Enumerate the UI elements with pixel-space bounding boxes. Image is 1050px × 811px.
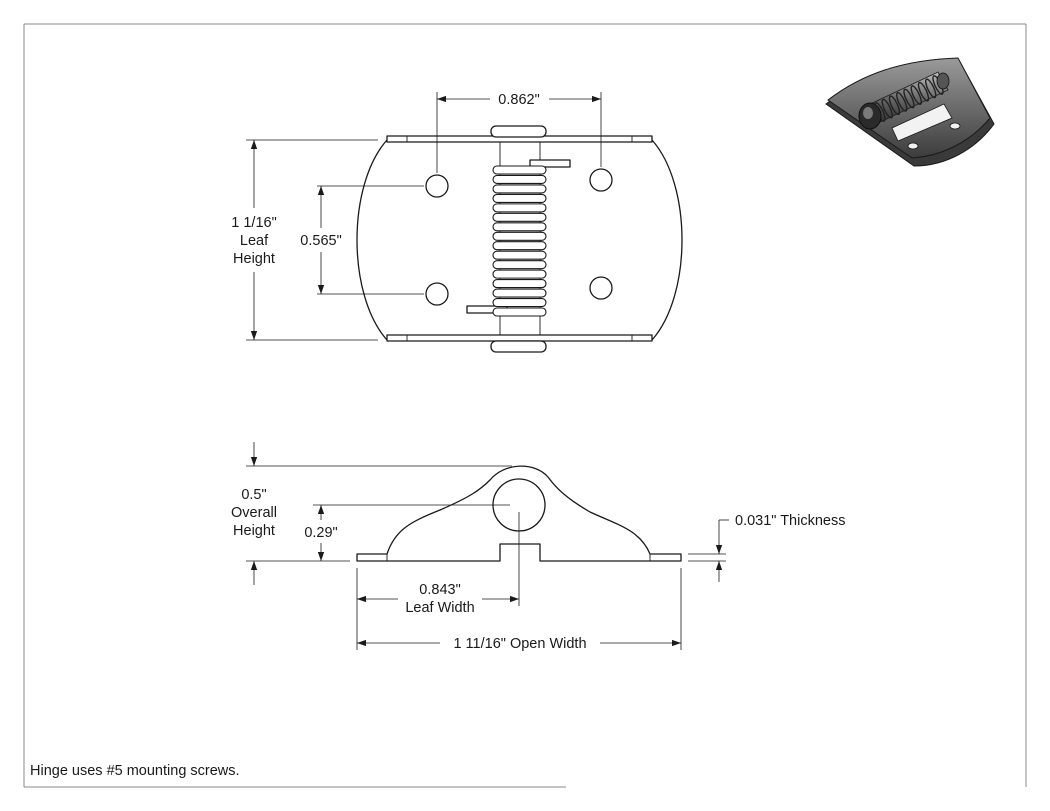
dimension-hole-pitch: 0.565" xyxy=(300,185,424,295)
dimension-thickness: 0.031" Thickness xyxy=(688,513,845,582)
hinge-isometric-render xyxy=(825,57,995,167)
leaf-height-line-1: 1 1/16" xyxy=(231,215,276,231)
leaf-width-line-1: 0.843" xyxy=(419,582,460,598)
spring-coil xyxy=(492,184,547,194)
mounting-hole-top-left xyxy=(425,174,449,198)
render-spring-coil xyxy=(910,85,922,105)
render-spring-coil xyxy=(896,92,908,112)
spring-coil xyxy=(492,222,547,232)
leaf-width-line-2: Leaf Width xyxy=(405,600,474,616)
leaf-height-line-3: Height xyxy=(233,251,275,267)
dimension-overall-height: 0.5" Overall Height xyxy=(231,442,512,585)
spring-coil xyxy=(492,203,547,213)
spring-coil xyxy=(492,250,547,260)
overall-height-line-2: Overall xyxy=(231,505,277,521)
mounting-hole-bottom-right xyxy=(589,276,613,300)
pin-cap-top xyxy=(490,125,547,138)
hole-pitch-label: 0.565" xyxy=(300,233,341,249)
mounting-hole-bottom-left xyxy=(425,282,449,306)
hinge-top-view xyxy=(356,125,683,353)
spring-coil xyxy=(492,307,547,317)
hole-spacing-label: 0.862" xyxy=(498,92,539,108)
spring-coil xyxy=(492,279,547,289)
dimension-pin-height: 0.29" xyxy=(304,504,510,561)
render-spring-coil xyxy=(888,95,901,116)
spring-coil xyxy=(492,241,547,251)
drawing-frame xyxy=(23,23,1027,788)
spring-coil xyxy=(492,231,547,241)
mounting-hole-top-right xyxy=(589,168,613,192)
render-spring-coil xyxy=(881,98,893,119)
spring-coil xyxy=(492,174,547,185)
render-spring-coil xyxy=(903,88,915,109)
spring-coil xyxy=(492,212,547,222)
overall-height-line-1: 0.5" xyxy=(241,487,266,503)
spring-coil xyxy=(492,260,547,270)
bottom-edge-bar xyxy=(386,334,653,342)
spring-tang-top xyxy=(529,159,571,168)
spring-coil xyxy=(492,193,547,203)
dimension-leaf-height: 1 1/16" Leaf Height xyxy=(231,139,378,341)
dimension-open-width: 1 11/16" Open Width xyxy=(357,568,682,652)
mounting-screw-note: Hinge uses #5 mounting screws. xyxy=(30,763,240,779)
leaf-height-line-2: Leaf xyxy=(240,233,269,249)
open-width-label: 1 11/16" Open Width xyxy=(453,636,586,652)
spring-coil xyxy=(492,297,547,308)
overall-height-line-3: Height xyxy=(233,523,275,539)
pin-height-label: 0.29" xyxy=(304,525,337,541)
render-spring-coil xyxy=(925,78,937,99)
spring-coils xyxy=(492,165,547,317)
spring-coil xyxy=(492,165,547,175)
dimension-leaf-width: 0.843" Leaf Width xyxy=(356,512,520,650)
spring-coil xyxy=(492,288,547,298)
thickness-label: 0.031" Thickness xyxy=(735,513,845,529)
spring-coil xyxy=(492,269,547,279)
dimension-hole-spacing: 0.862" xyxy=(436,92,602,173)
render-spring-coil xyxy=(917,81,930,102)
pin-cap-bottom xyxy=(490,340,547,353)
